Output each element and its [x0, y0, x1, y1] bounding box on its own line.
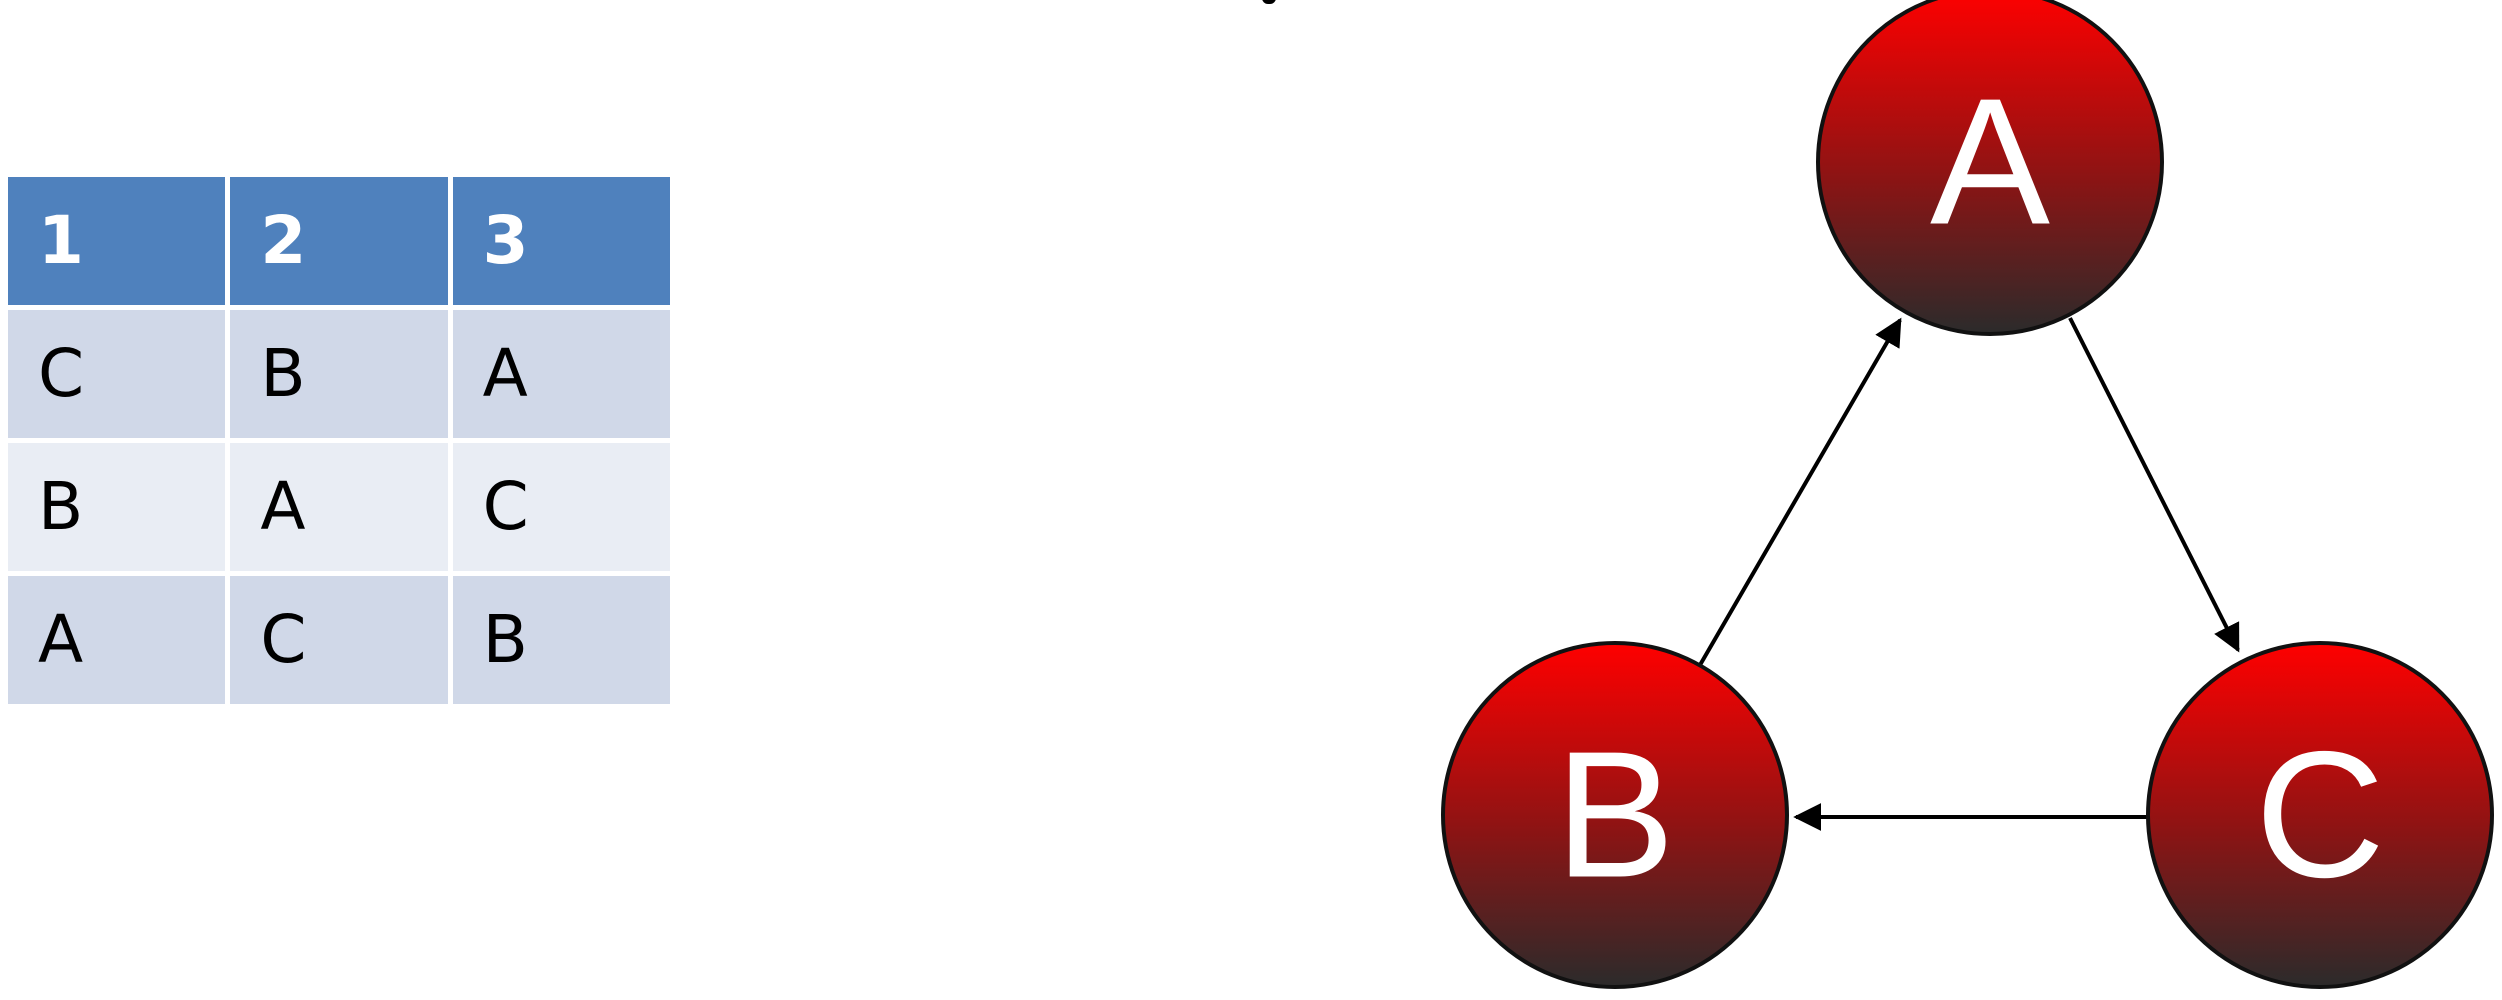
table-cell: C [452, 443, 670, 571]
table-row: C B A [8, 310, 670, 438]
preference-table: 1 2 3 C B A B A C A C B [3, 172, 675, 709]
table-row: B A C [8, 443, 670, 571]
node-b-circle [1441, 641, 1789, 989]
table-cell: A [452, 310, 670, 438]
table-cell: C [8, 310, 226, 438]
table-cell: B [230, 310, 448, 438]
edge-b-to-a [1698, 317, 1902, 667]
table-row: A C B [8, 576, 670, 704]
node-c: C [2146, 641, 2494, 989]
cropped-mark [1262, 0, 1276, 4]
table-header-cell: 3 [452, 177, 670, 305]
table-cell: B [8, 443, 226, 571]
node-c-label: C [2255, 715, 2385, 916]
table-header-cell: 1 [8, 177, 226, 305]
node-a-label: A [1930, 62, 2050, 263]
table-cell: B [452, 576, 670, 704]
table-header-row: 1 2 3 [8, 177, 670, 305]
table-cell: A [230, 443, 448, 571]
table-cell: A [8, 576, 226, 704]
node-a-circle [1816, 0, 2164, 336]
edge-a-to-c [2068, 317, 2240, 653]
node-a: A [1816, 0, 2164, 336]
node-c-circle [2146, 641, 2494, 989]
table-cell: C [230, 576, 448, 704]
node-b: B [1441, 641, 1789, 989]
table-header-cell: 2 [230, 177, 448, 305]
node-b-label: B [1555, 715, 1675, 916]
